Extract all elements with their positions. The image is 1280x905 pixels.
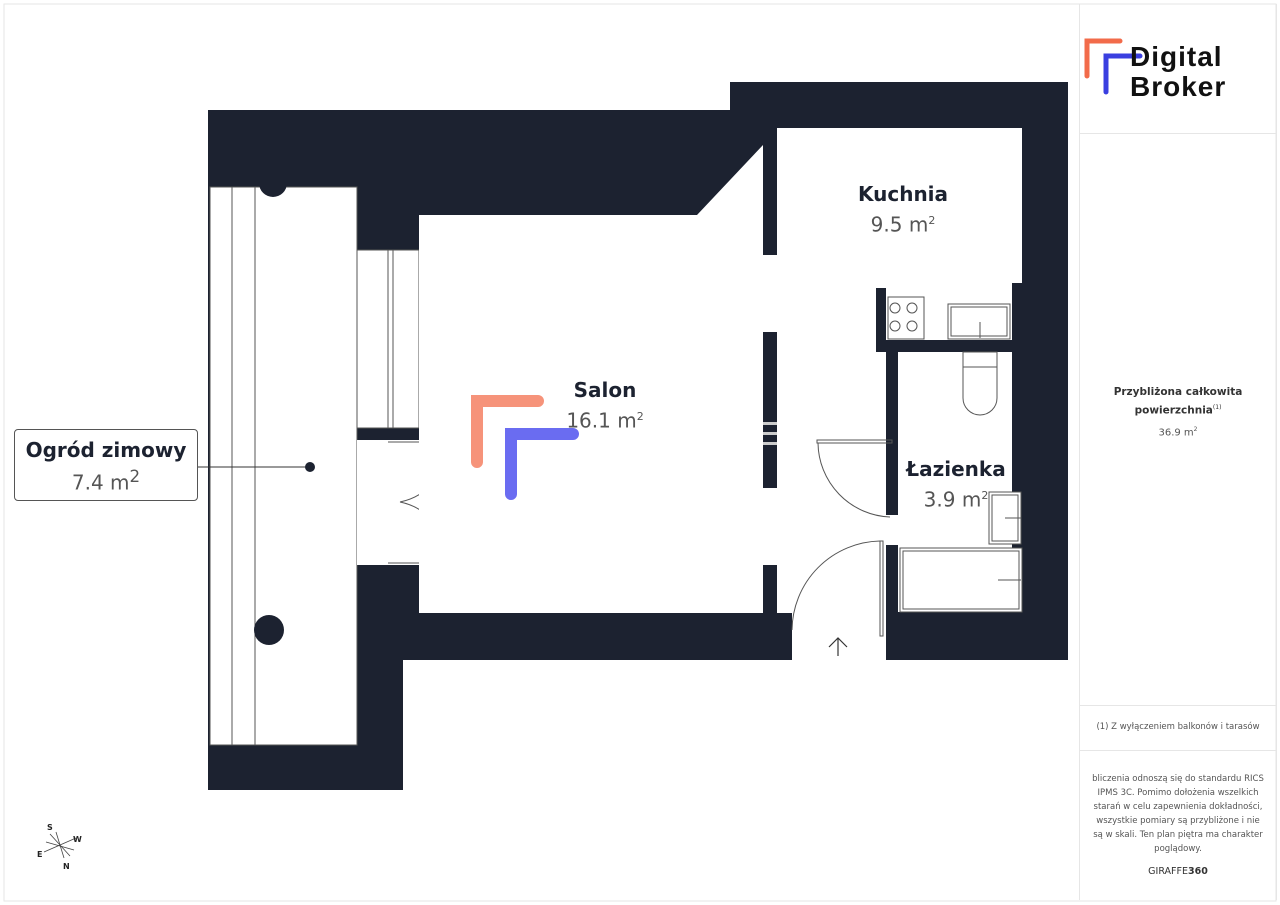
salon-floor (419, 145, 763, 613)
toilet-icon (962, 351, 998, 416)
pillar (259, 169, 287, 197)
unit-sup: 2 (129, 467, 141, 486)
unit-sup: 2 (928, 214, 936, 227)
logo-line1: Digital (1130, 41, 1223, 72)
unit-sup: 2 (1193, 426, 1198, 433)
garden-floor (209, 186, 358, 746)
sink-icon (947, 303, 1011, 340)
compass-rose-icon (43, 831, 77, 859)
giraffe360-brand: GIRAFFE360 (1080, 866, 1276, 877)
door-opening (357, 440, 419, 565)
room-name: Łazienka (906, 457, 1006, 481)
entrance-arrow-icon (828, 637, 848, 656)
room-area: 7.4 m (71, 470, 130, 495)
room-name: Ogród zimowy (25, 438, 187, 462)
room-label-lazienka: Łazienka 3.9 m2 (906, 456, 1005, 514)
room-label-ogrod-zimowy: Ogród zimowy 7.4 m2 (14, 429, 198, 501)
room-area: 9.5 m (870, 212, 929, 237)
watermark-logo (471, 395, 579, 500)
room-label-kuchnia: Kuchnia 9.5 m2 (858, 181, 948, 239)
room-area: 16.1 m (566, 408, 637, 433)
total-area-value: 36.9 m2 (1080, 426, 1276, 438)
brand-part-b: 360 (1187, 866, 1208, 877)
kitchen-floor (777, 128, 1022, 660)
footnote: (1) Z wyłączeniem balkonów i tarasów (1096, 722, 1260, 732)
bathtub-icon (899, 547, 1023, 613)
footnote-ref: (1) (1212, 404, 1222, 411)
washbasin-icon (988, 491, 1022, 545)
brand-part-a: GIRAFFE (1148, 866, 1188, 877)
compass-w: W (73, 835, 82, 844)
digital-broker-logo-icon (1084, 38, 1143, 95)
disclaimer: bliczenia odnoszą się do standardu RICS … (1092, 774, 1264, 854)
room-label-salon: Salon 16.1 m2 (566, 377, 643, 435)
room-name: Salon (573, 378, 637, 402)
doors (791, 439, 893, 637)
total-area-label: Przybliżona całkowita powierzchnia(1) (1080, 384, 1276, 419)
logo-line2: Broker (1130, 71, 1227, 102)
compass-e: E (37, 850, 43, 859)
total-area-number: 36.9 m (1158, 427, 1194, 439)
unit-sup: 2 (636, 410, 644, 423)
compass-s: S (47, 823, 53, 832)
total-area-text: Przybliżona całkowita powierzchnia (1113, 386, 1243, 417)
compass-n: N (63, 862, 70, 871)
hob-icon (887, 296, 925, 340)
pillar (254, 615, 284, 645)
room-name: Kuchnia (857, 182, 949, 206)
room-area: 3.9 m (923, 487, 982, 512)
unit-sup: 2 (981, 489, 989, 502)
